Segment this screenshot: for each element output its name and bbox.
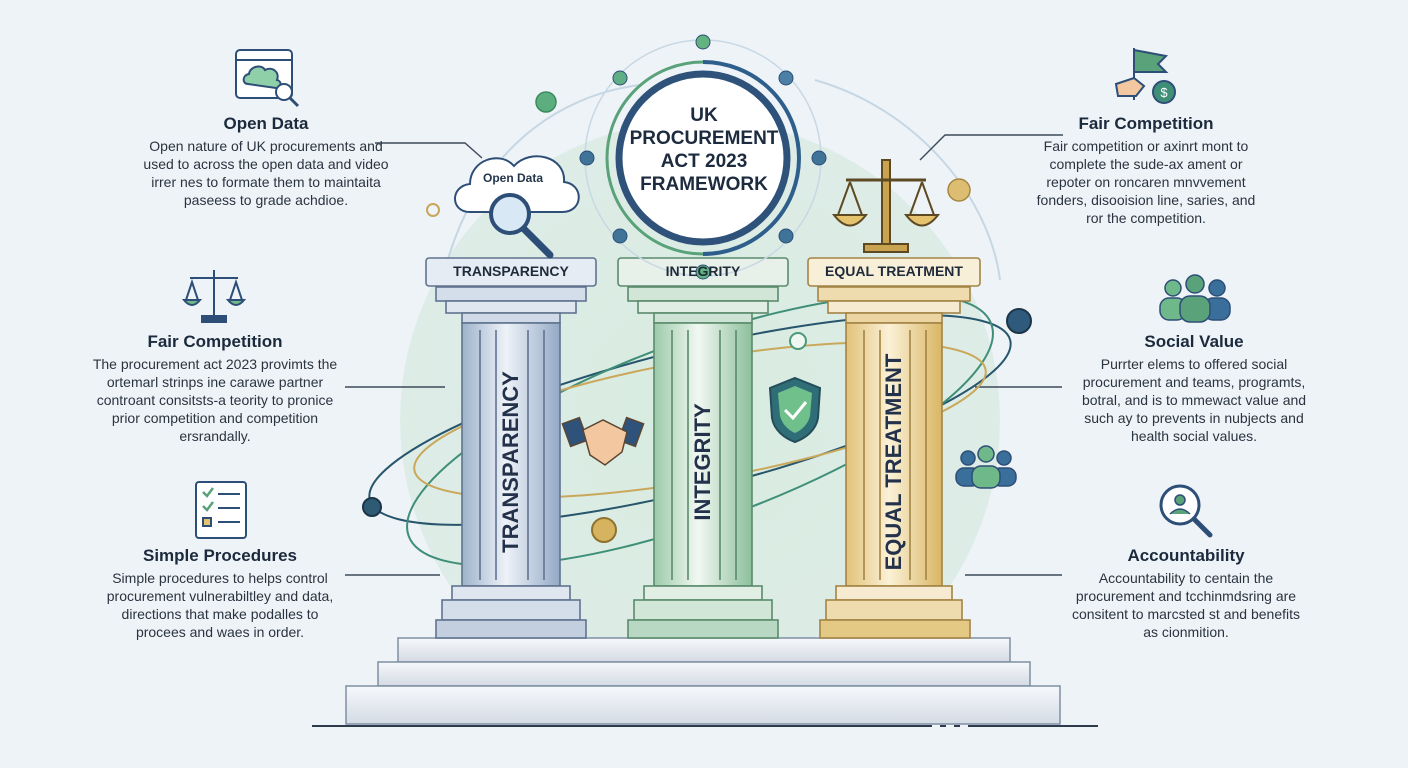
pillar-equal-treatment: [807, 257, 981, 639]
pillar-label-transparency: TRANSPARENCY: [498, 371, 523, 553]
people-group-small-icon: [955, 445, 1017, 489]
panel-heading: Simple Procedures: [142, 546, 297, 565]
people-group-icon: [1159, 274, 1231, 323]
shield-check-icon: [768, 376, 822, 444]
orbit-nodes: [362, 91, 1032, 543]
open-data-cloud-icon: [454, 155, 580, 259]
panel-text: Purrter elems to offered social procurem…: [1081, 356, 1307, 444]
panel-heading: Fair Competition: [1078, 114, 1214, 133]
panel-heading: Social Value: [1144, 332, 1244, 351]
panel-heading: Accountability: [1127, 546, 1245, 565]
title-line: PROCUREMENT: [629, 128, 779, 149]
framework-title: UK PROCUREMENT ACT 2023 FRAMEWORK: [608, 104, 800, 196]
panel-heading: Open Data: [223, 114, 309, 133]
handshake-icon: [561, 416, 645, 466]
pillar-cap-transparency: TRANSPARENCY: [453, 263, 569, 279]
checklist-icon: [195, 481, 247, 539]
panel-fair-competition-right: Fair Competition Fair competition or axi…: [1030, 114, 1262, 227]
pillar-integrity: [617, 257, 789, 639]
panel-fair-competition-left: Fair Competition The procurement act 202…: [92, 332, 338, 445]
title-emblem: [579, 34, 827, 280]
cloud-search-browser-icon: [235, 49, 300, 108]
pillar-cap-integrity: INTEGRITY: [665, 263, 741, 279]
panel-text: Accountability to centain the procuremen…: [1071, 570, 1300, 640]
title-line: FRAMEWORK: [640, 174, 768, 195]
panel-open-data: Open Data Open nature of UK procurements…: [142, 114, 390, 209]
title-line: UK: [690, 105, 718, 126]
flag-money-icon: $: [1114, 48, 1176, 104]
panel-text: Open nature of UK procurements and used …: [143, 138, 389, 208]
steps: [345, 637, 1061, 725]
panel-text: Fair competition or axinrt mont to compl…: [1036, 138, 1256, 226]
panel-text: Simple procedures to helps control procu…: [106, 570, 334, 640]
orbit-arc-right: [814, 79, 1001, 281]
panel-text: The procurement act 2023 provimts the or…: [92, 356, 338, 444]
pillar-cap-equal-treatment: EQUAL TREATMENT: [825, 263, 963, 279]
svg-text:$: $: [1160, 85, 1168, 100]
panel-social-value: Social Value Purrter elems to offered so…: [1070, 332, 1318, 445]
scales-of-justice-icon: [831, 159, 941, 253]
connector-lines: [345, 134, 1063, 576]
panel-simple-procedures: Simple Procedures Simple procedures to h…: [98, 546, 342, 641]
orbit-arc-left: [439, 84, 641, 291]
scales-icon: [181, 270, 247, 323]
person-magnifier-icon: [1159, 484, 1213, 538]
panel-heading: Fair Competition: [147, 332, 283, 351]
pillar-label-equal-treatment: EQUAL TREATMENT: [881, 353, 906, 571]
title-line: ACT 2023: [660, 151, 748, 172]
pillar-transparency: [425, 257, 597, 639]
cloud-label: Open Data: [482, 171, 543, 185]
pillar-label-integrity: INTEGRITY: [690, 403, 715, 521]
panel-accountability: Accountability Accountability to centain…: [1064, 546, 1308, 641]
